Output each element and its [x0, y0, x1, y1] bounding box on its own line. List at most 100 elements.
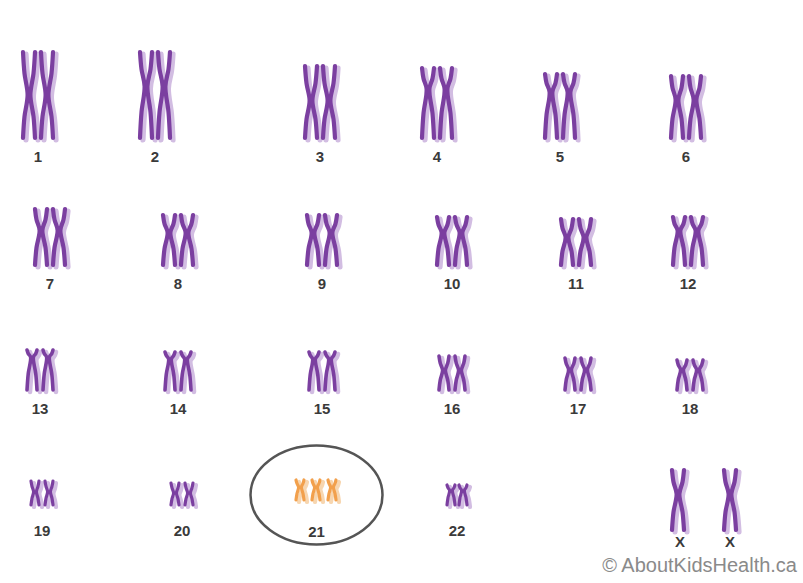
chromatid [171, 352, 175, 390]
chromosome [323, 66, 338, 140]
chromatid [48, 52, 53, 138]
chromosome-number: 9 [318, 275, 326, 292]
chromosome [181, 352, 194, 392]
label-holder: 4 [433, 148, 441, 166]
chromosome-number: 7 [46, 275, 54, 292]
chromosome-number: 17 [570, 400, 587, 417]
chromatid [312, 66, 317, 138]
chromatid [30, 52, 35, 138]
chromatid [699, 360, 703, 390]
chromatid [586, 219, 591, 265]
chromatid [312, 480, 315, 500]
label-holder: X [725, 533, 735, 551]
chromosome [41, 52, 56, 140]
chromosome [545, 74, 560, 140]
label-holder: 13 [32, 400, 49, 418]
chromosome [455, 356, 468, 392]
chromosome [158, 52, 173, 140]
chromatid [41, 52, 46, 138]
chromatid [678, 76, 683, 138]
chromosome [447, 485, 458, 507]
chromatid [333, 480, 336, 500]
label-holder: 7 [46, 275, 54, 293]
chromosome-number: 18 [682, 400, 699, 417]
chromatid [190, 483, 193, 505]
chromosome [325, 215, 340, 267]
chromatid [581, 358, 585, 390]
chromatid [545, 74, 550, 138]
chromosome [440, 68, 455, 140]
chromosome [53, 209, 68, 267]
chromatid [561, 219, 566, 265]
label-holder: 15 [314, 400, 331, 418]
chromatid [49, 350, 53, 390]
chromatid [185, 483, 188, 505]
chromatid [323, 66, 328, 138]
chromatid [165, 352, 169, 390]
chromatid [679, 470, 684, 530]
chromatid [689, 76, 694, 138]
label-holder: 14 [170, 400, 187, 418]
chromatid [50, 481, 53, 505]
chromosome [185, 483, 196, 507]
chromatid [181, 215, 186, 265]
chromatid [673, 217, 678, 265]
chromatid [447, 485, 450, 505]
chromatid [314, 215, 319, 265]
chromatid [464, 485, 467, 505]
chromosome [27, 350, 40, 392]
chromatid [444, 217, 449, 265]
label-holder: X [675, 533, 685, 551]
chromatid [317, 480, 320, 500]
chromosome-number: 20 [174, 522, 191, 539]
chromosome-number: 19 [34, 522, 51, 539]
chromosome [165, 352, 178, 392]
chromatid [35, 209, 40, 265]
chromatid [163, 215, 168, 265]
chromatid [36, 481, 39, 505]
label-holder: © AboutKidsHealth.ca [602, 554, 797, 577]
chromosome [309, 352, 322, 392]
chromatid [672, 470, 677, 530]
chromatid [309, 352, 313, 390]
chromatid [440, 68, 445, 138]
chromosome [31, 481, 42, 507]
chromatid [571, 358, 575, 390]
chromatid [31, 481, 34, 505]
chromatid [683, 360, 687, 390]
chromatid [325, 215, 330, 265]
label-holder: 19 [34, 522, 51, 540]
label-holder: 8 [174, 275, 182, 293]
chromosome [439, 356, 452, 392]
chromosome [305, 66, 320, 140]
chromatid [170, 215, 175, 265]
chromosome [181, 215, 196, 267]
chromatid [552, 74, 557, 138]
chromatid [181, 352, 185, 390]
chromosome-number: 14 [170, 400, 187, 417]
chromosome [455, 217, 470, 267]
chromosome [579, 219, 594, 267]
chromatid [677, 360, 681, 390]
chromosome [437, 217, 452, 267]
chromatid [570, 74, 575, 138]
chromatid [307, 215, 312, 265]
chromosome [328, 480, 339, 502]
chromatid [305, 66, 310, 138]
chromosome [565, 358, 578, 392]
chromosome-number: 13 [32, 400, 49, 417]
label-holder: 1 [34, 148, 42, 166]
label-holder: 20 [174, 522, 191, 540]
chromatid [43, 350, 47, 390]
chromosome [307, 215, 322, 267]
chromatid [459, 485, 462, 505]
label-holder: 6 [682, 148, 690, 166]
chromatid [296, 480, 299, 500]
chromosome [296, 480, 307, 502]
chromatid [437, 217, 442, 265]
chromosome-number: 5 [556, 148, 564, 165]
label-holder: 17 [570, 400, 587, 418]
chromatid [45, 481, 48, 505]
chromatid [455, 217, 460, 265]
chromatid [165, 52, 170, 138]
